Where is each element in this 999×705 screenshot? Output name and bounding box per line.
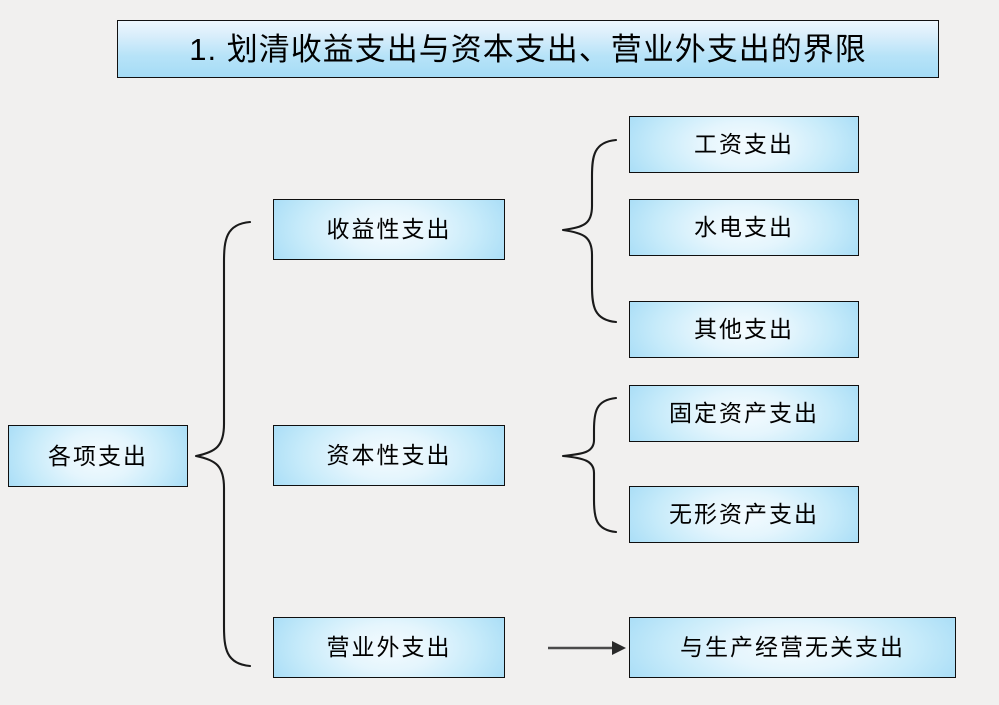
node-label: 工资支出: [694, 131, 794, 157]
node-label: 无形资产支出: [669, 501, 819, 527]
node-label: 其他支出: [694, 316, 794, 342]
node-leaf-utilities-expenditure[interactable]: 水电支出: [629, 199, 859, 256]
slide-title-text: 1. 划清收益支出与资本支出、营业外支出的界限: [189, 31, 867, 67]
node-label: 资本性支出: [326, 442, 452, 468]
node-label: 收益性支出: [326, 216, 452, 242]
node-label: 各项支出: [48, 442, 148, 469]
node-label: 固定资产支出: [669, 400, 819, 426]
arrow-nonoperating-to-unrelated: [548, 641, 626, 655]
brace-revenue-to-leaves: [561, 138, 618, 324]
node-branch-nonoperating-expenditure[interactable]: 营业外支出: [273, 617, 505, 678]
node-leaf-other-expenditure[interactable]: 其他支出: [629, 301, 859, 358]
node-leaf-fixed-asset-expenditure[interactable]: 固定资产支出: [629, 385, 859, 442]
slide-title-banner: 1. 划清收益支出与资本支出、营业外支出的界限: [117, 20, 939, 78]
node-branch-capital-expenditure[interactable]: 资本性支出: [273, 425, 505, 486]
node-leaf-intangible-asset-expenditure[interactable]: 无形资产支出: [629, 486, 859, 543]
node-leaf-wage-expenditure[interactable]: 工资支出: [629, 116, 859, 173]
brace-root-to-branches: [194, 220, 252, 668]
node-label: 与生产经营无关支出: [680, 634, 905, 660]
node-branch-revenue-expenditure[interactable]: 收益性支出: [273, 199, 505, 260]
node-root-all-expenditures[interactable]: 各项支出: [8, 425, 188, 487]
node-leaf-unrelated-to-operations-expenditure[interactable]: 与生产经营无关支出: [629, 617, 956, 678]
node-label: 水电支出: [694, 214, 794, 240]
node-label: 营业外支出: [326, 634, 452, 660]
brace-capital-to-leaves: [561, 396, 618, 534]
